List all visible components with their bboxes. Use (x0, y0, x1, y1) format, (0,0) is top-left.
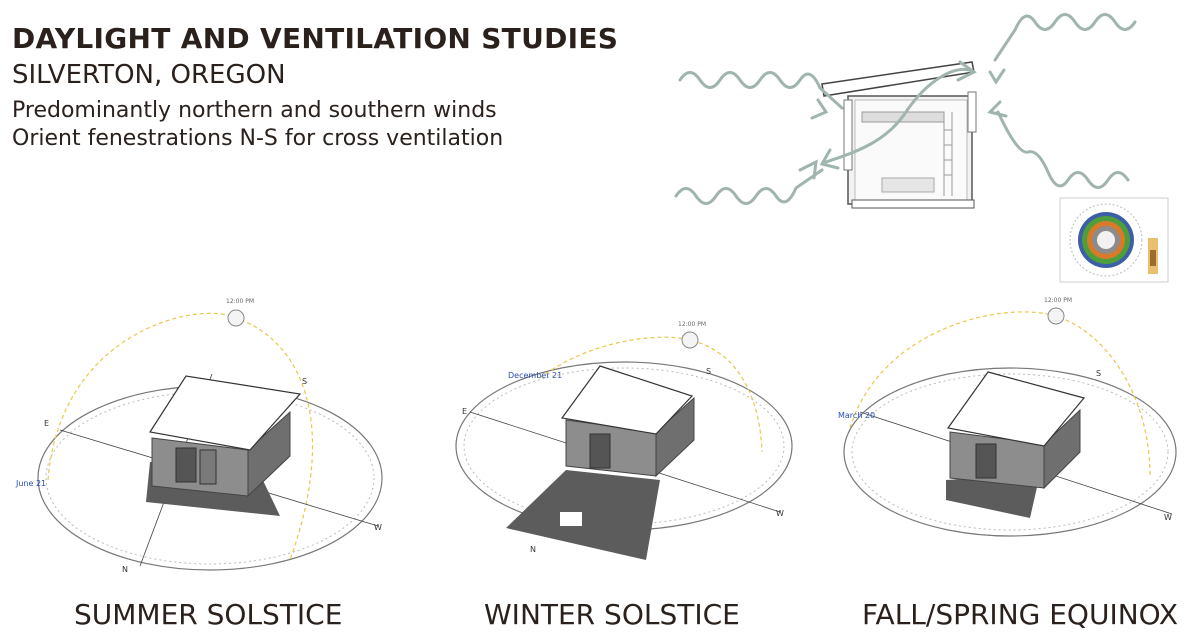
arrow-head (956, 60, 977, 82)
arrow-head (798, 159, 818, 180)
winter-date-label: December 21 (508, 371, 562, 380)
sun-icon (1047, 307, 1065, 325)
summer-date-label: June 21 (15, 479, 46, 488)
north-window (843, 99, 853, 171)
wind-description: Predominantly northern and southern wind… (12, 98, 497, 123)
fenestration-description: Orient fenestrations N-S for cross venti… (12, 126, 504, 151)
south-window (967, 91, 977, 133)
wind-arrow-southeast (996, 110, 1130, 189)
cross-ventilation-flow (824, 67, 976, 164)
summer-sun-study (37, 309, 383, 571)
sun-icon (227, 309, 245, 327)
wind-rose-chart (1059, 197, 1169, 283)
wind-arrow-northeast (993, 13, 1137, 62)
wind-arrow-northwest (678, 71, 844, 110)
equinox-noon-label: 12:00 PM (1044, 297, 1072, 304)
arrow-head (819, 148, 840, 170)
winter-noon-label: 12:00 PM (678, 321, 706, 328)
sun-path (539, 336, 763, 453)
winter-solstice-label: WINTER SOLSTICE (484, 598, 740, 631)
winter-sun-study (455, 331, 793, 560)
section-floor (851, 199, 975, 209)
summer-north-label: N (122, 565, 128, 574)
winter-north-label: N (530, 545, 536, 554)
sun-icon (681, 331, 699, 349)
equinox-south-label: S (1096, 369, 1101, 378)
arrow-head (988, 68, 1006, 85)
arrow-head (987, 100, 1008, 118)
winter-west-label: W (776, 509, 784, 518)
equinox-label: FALL/SPRING EQUINOX (862, 598, 1179, 631)
page-title: DAYLIGHT AND VENTILATION STUDIES (12, 22, 619, 55)
arrow-head (810, 98, 829, 120)
summer-noon-label: 12:00 PM (226, 298, 254, 305)
winter-south-label: S (706, 367, 711, 376)
section-roof (821, 61, 975, 97)
summer-east-label: E (44, 419, 49, 428)
lower-bed (881, 177, 935, 193)
equinox-sun-study (843, 307, 1177, 537)
wind-arrow-southwest (674, 168, 824, 205)
summer-south-label: S (302, 377, 307, 386)
summer-solstice-label: SUMMER SOLSTICE (74, 598, 343, 631)
winter-east-label: E (462, 407, 467, 416)
wind-arrows (674, 13, 1137, 205)
house-shadow (506, 470, 660, 560)
ventilation-section (821, 61, 977, 209)
summer-west-label: W (374, 523, 382, 532)
equinox-west-label: W (1164, 513, 1172, 522)
page-subtitle: SILVERTON, OREGON (12, 60, 286, 90)
equinox-date-label: March 20 (838, 411, 875, 420)
window-light-patch (560, 512, 582, 526)
